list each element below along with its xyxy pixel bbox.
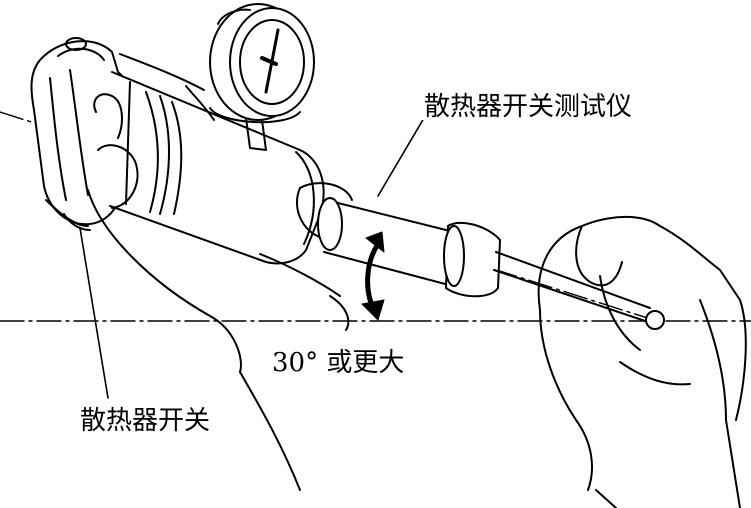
angle-label: 30° 或更大 xyxy=(270,348,407,378)
switch-leader-line xyxy=(79,227,109,399)
pressure-gauge xyxy=(209,3,315,151)
switch-label: 散热器开关 xyxy=(78,406,213,436)
tester-leader-line xyxy=(377,117,425,197)
right-hand xyxy=(537,216,747,508)
left-hand xyxy=(87,53,350,491)
tester-body xyxy=(109,71,665,330)
tester-label: 散热器开关测试仪 xyxy=(422,92,635,122)
radiator-switch xyxy=(30,37,130,231)
rotation-arrow-icon xyxy=(361,231,385,321)
